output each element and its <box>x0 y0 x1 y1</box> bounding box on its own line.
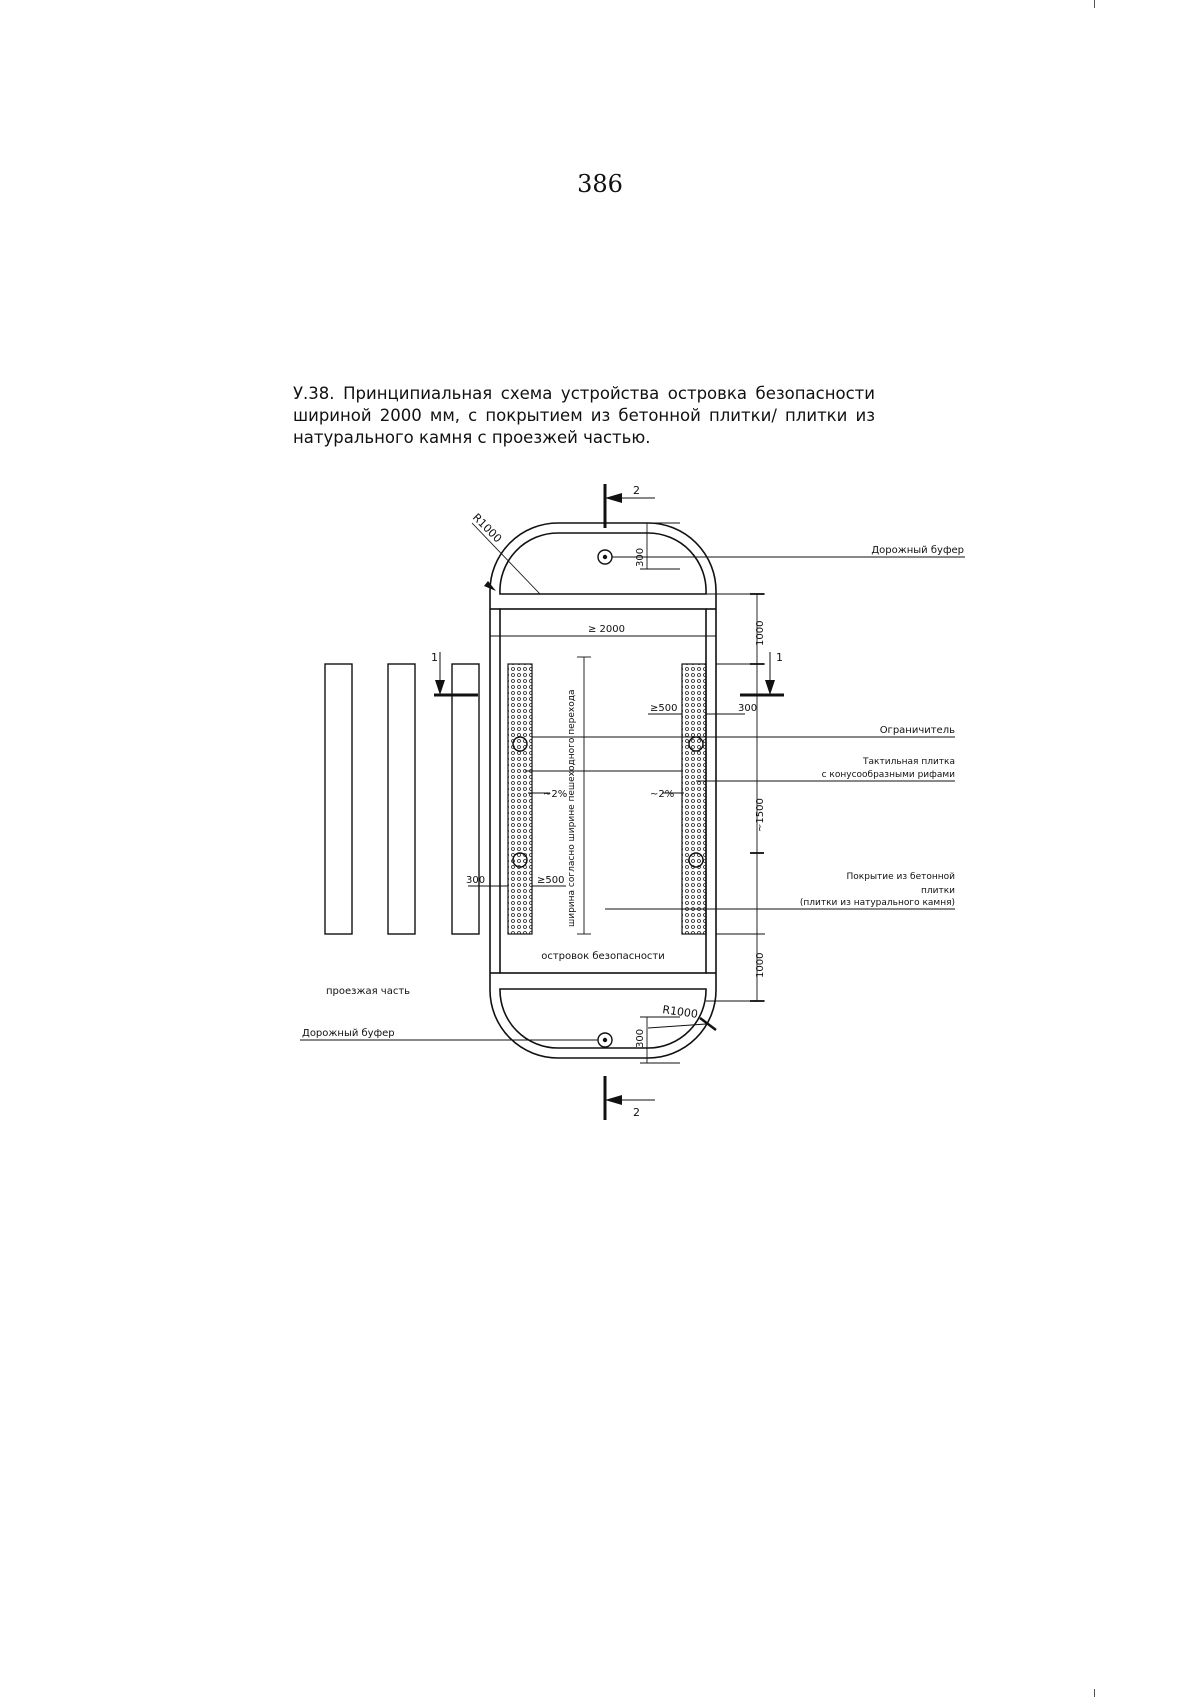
top-buffer-inner <box>499 532 707 595</box>
lane-marking <box>387 663 416 935</box>
section-mark-2: 2 <box>633 484 640 497</box>
limiter-icon <box>512 852 528 868</box>
tactile-strip-left <box>507 663 533 935</box>
page-corner-mark <box>1094 1689 1095 1697</box>
radius-dimension-top: R1000 <box>470 511 504 545</box>
page-number: 386 <box>577 170 623 198</box>
coating-label: (плитки из натурального камня) <box>800 898 955 908</box>
radius-dimension-bottom: R1000 <box>662 1003 699 1021</box>
tactile-strip-right <box>681 663 707 935</box>
buffer-dimension-bottom: 300 <box>635 1029 646 1048</box>
lane-marking <box>324 663 353 935</box>
bottom-buffer-inner <box>499 988 707 1049</box>
slope-label-left: ~2% <box>543 789 567 800</box>
tactile-tile-label: Тактильная плитка <box>862 757 955 767</box>
road-buffer-label-top: Дорожный буфер <box>871 545 964 556</box>
gap-dimension-left: ≥500 <box>537 875 564 886</box>
carriageway-label: проезжая часть <box>326 986 410 997</box>
island-outline <box>489 522 717 1059</box>
section-mark-1: 1 <box>776 651 783 664</box>
lane-marking <box>451 663 480 935</box>
caption-line: шириной 2000 мм, с покрытием из бетонной… <box>293 406 875 425</box>
width-dimension: ≥ 2000 <box>588 624 625 635</box>
end-zone-dimension-top: 1000 <box>755 621 766 646</box>
caption-line: У.38. Принципиальная схема устройства ос… <box>293 384 875 403</box>
road-buffer-label-bottom: Дорожный буфер <box>302 1028 395 1039</box>
crossing-width-label: ширина согласно ширине пешеходного перех… <box>567 690 577 927</box>
section-mark-2: 2 <box>633 1106 640 1119</box>
end-zone-dimension-bottom: 1000 <box>755 953 766 978</box>
page-corner-mark <box>1094 0 1095 8</box>
tactile-length-dimension: ~1500 <box>755 798 766 832</box>
offset-dimension-right: 300 <box>738 703 757 714</box>
buffer-dimension-top: 300 <box>635 548 646 567</box>
coating-label: плитки <box>921 886 955 896</box>
section-mark-1: 1 <box>431 651 438 664</box>
figure-caption: У.38. Принципиальная схема устройства ос… <box>293 383 875 449</box>
offset-dimension-left: 300 <box>466 875 485 886</box>
tactile-tile-label: с конусообразными рифами <box>822 770 956 780</box>
limiter-label: Ограничитель <box>880 725 955 736</box>
slope-label-right: ~2% <box>650 789 674 800</box>
caption-line: натурального камня с проезжей частью. <box>293 428 651 447</box>
coating-label: Покрытие из бетонной <box>847 872 956 882</box>
gap-dimension-right: ≥500 <box>650 703 677 714</box>
limiter-icon <box>688 852 704 868</box>
limiter-icon <box>512 736 528 752</box>
island-label: островок безопасности <box>541 951 665 962</box>
